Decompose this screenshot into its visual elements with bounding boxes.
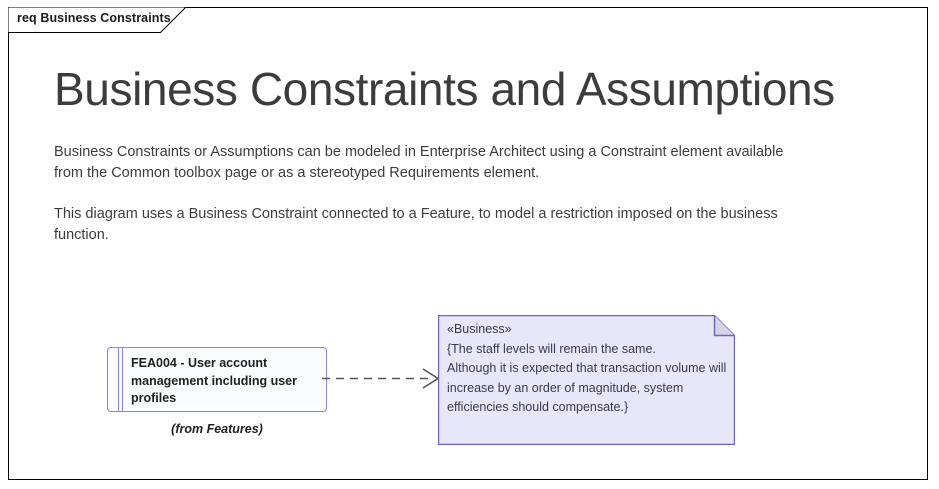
constraint-note[interactable]: «Business» {The staff levels will remain…	[438, 315, 735, 445]
dependency-connector[interactable]	[320, 360, 450, 398]
note-line-1: {The staff levels will remain the same.	[447, 341, 656, 356]
feature-marker-line-2	[122, 347, 123, 412]
note-line-4: efficiencies should compensate.}	[447, 400, 629, 414]
note-line-3: increase by an order of magnitude, syste…	[447, 380, 684, 395]
constraint-note-text: «Business» {The staff levels will remain…	[447, 320, 727, 418]
feature-owner-package-label: (from Features)	[171, 422, 263, 436]
feature-element-box	[107, 347, 327, 412]
frame-tab-shape	[8, 7, 186, 33]
constraint-note-shape	[438, 315, 735, 445]
note-line-stereotype: «Business»	[447, 322, 512, 336]
frame-tab-label: req Business Constraints	[17, 11, 171, 25]
feature-element[interactable]: FEA004 - User account management includi…	[107, 347, 327, 412]
description-paragraph-2: This diagram uses a Business Constraint …	[54, 206, 778, 243]
feature-element-name: FEA004 - User account management includi…	[131, 356, 298, 405]
feature-marker-line-1	[118, 347, 119, 412]
frame-name-tab[interactable]: req Business Constraints	[8, 7, 186, 33]
description-paragraph-1: Business Constraints or Assumptions can …	[54, 144, 784, 181]
page-title: Business Constraints and Assumptions	[54, 63, 835, 115]
note-line-2: Although it is expected that transaction…	[447, 361, 727, 375]
